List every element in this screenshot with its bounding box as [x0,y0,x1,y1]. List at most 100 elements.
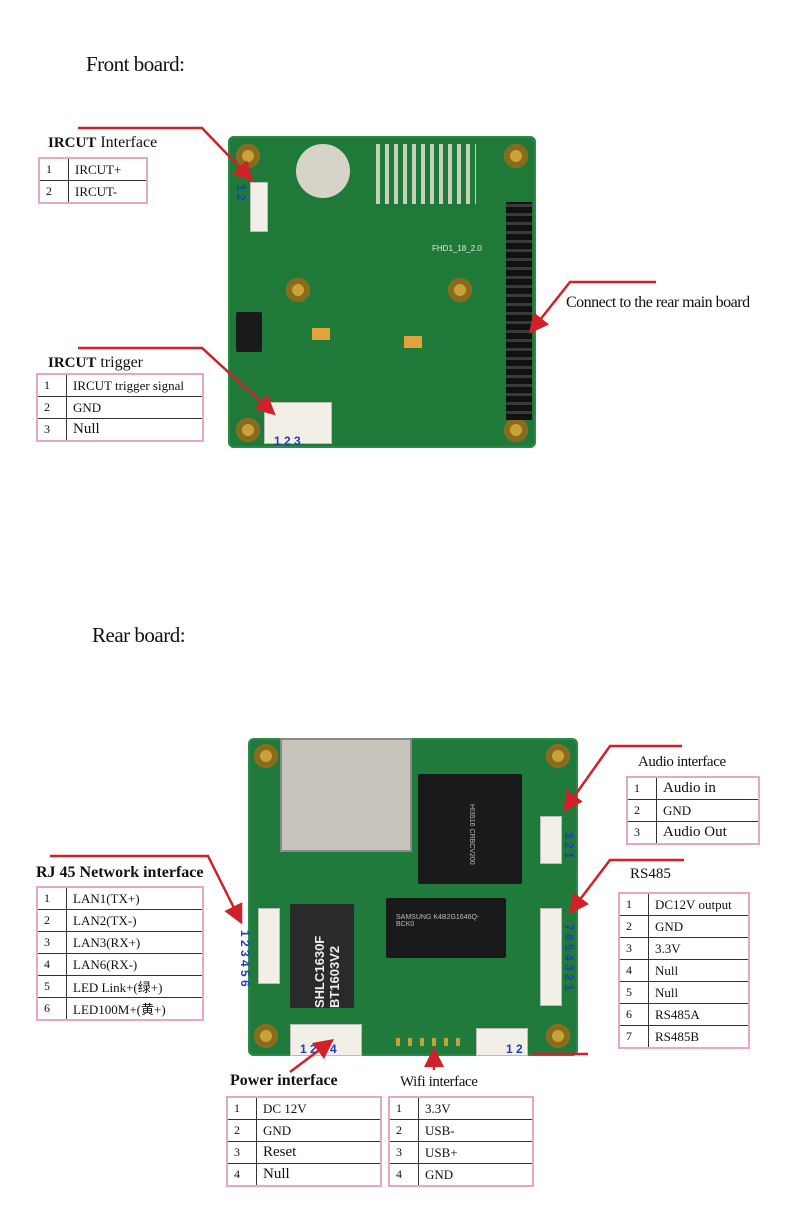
rear-board-connect-label: Connect to the rear main board [566,294,750,311]
power-interface-label: Power interface [230,1072,338,1089]
pin-function: IRCUT+ [68,157,148,181]
trigger-arrow [78,346,276,416]
pin-function: LED Link+(绿+) [66,975,204,998]
pin-function: 3.3V [418,1096,534,1120]
ram-chip: SAMSUNG K4B2G1646Q-BCK0 [386,898,506,958]
ircut-trigger-label: IRCUT trigger [48,354,143,372]
mount-hole [254,1024,278,1048]
ircut-arrow [78,126,254,182]
trigger-label-bold: IRCUT [48,355,97,371]
pin-function: IRCUT- [68,180,148,204]
mount-hole [448,278,472,302]
pin-function: LAN2(TX-) [66,909,204,932]
rear-board-pcb: HI3516 CRBCV200 SAMSUNG K4B2G1646Q-BCK0 … [248,738,578,1056]
mount-hole [546,744,570,768]
trigger-pin-numbers: 1 2 3 [274,434,301,448]
ic-chip [236,312,262,352]
lan-transformer: SHLC1630F BT1603V2 [290,904,354,1008]
ircut-label-bold: IRCUT [48,135,97,151]
pin-number: 6 [618,1003,649,1026]
pin-function: Reset [256,1141,382,1164]
pin-function: Audio Out [656,821,760,845]
front-board-pcb: FHD1_18_2.0 [228,136,536,448]
mount-hole [546,1024,570,1048]
pin-number: 2 [38,180,69,204]
pin-function: RS485B [648,1025,750,1049]
audio-interface-label: Audio interface [638,754,726,770]
trigger-label-rest: trigger [96,354,143,371]
wifi-interface-label: Wifi interface [400,1074,478,1090]
pin-function: USB+ [418,1141,534,1164]
rj45-arrow [50,854,243,925]
coin-battery [296,144,350,198]
tantalum-cap [404,336,422,348]
ram-chip-text: SAMSUNG K4B2G1646Q-BCK0 [396,914,480,928]
mount-hole [504,418,528,442]
pin-number: 5 [36,975,67,998]
mount-hole [236,418,260,442]
small-connector-pin-numbers: 1 2 [506,1042,523,1056]
soc-chip-text: HI3516 CRBCV200 [468,804,475,865]
mount-hole [504,144,528,168]
ircut-connector [250,182,268,232]
rear-board-heading: Rear board: [92,623,186,647]
small-connector [476,1028,528,1056]
rs485-pin-numbers: 7 6 5 4 3 2 1 [562,924,576,991]
rj45-interface-label: RJ 45 Network interface [36,864,204,881]
rear-connect-arrow [528,280,656,334]
pin-function: GND [418,1163,534,1187]
power-arrow [289,1039,334,1073]
board-to-board-header [506,202,532,420]
rj45-pin-numbers: 1 2 3 4 5 6 [238,930,252,987]
pin-function: GND [66,396,204,419]
rj45-connector [258,908,280,984]
rs485-label: RS485 [630,866,671,882]
front-board-heading: Front board: [86,52,185,76]
ircut-label-rest: Interface [96,134,158,151]
pin-function: GND [656,799,760,822]
tantalum-cap [312,328,330,340]
lens-pads [376,144,476,204]
rs485-connector [540,908,562,1006]
pin-function: RS485A [648,1003,750,1026]
pin-function: LED100M+(黄+) [66,997,204,1021]
pin-function: Null [256,1163,382,1187]
rs485-arrow [568,858,684,914]
wifi-pads [396,1038,460,1046]
soc-chip: HI3516 CRBCV200 [418,774,522,884]
audio-connector [540,816,562,864]
pin-function: Null [66,418,204,442]
ircut-interface-label: IRCUT Interface [48,134,157,152]
ircut-pin-numbers: 1 2 [234,184,248,201]
sd-card-slot [280,738,412,852]
mount-hole [254,744,278,768]
